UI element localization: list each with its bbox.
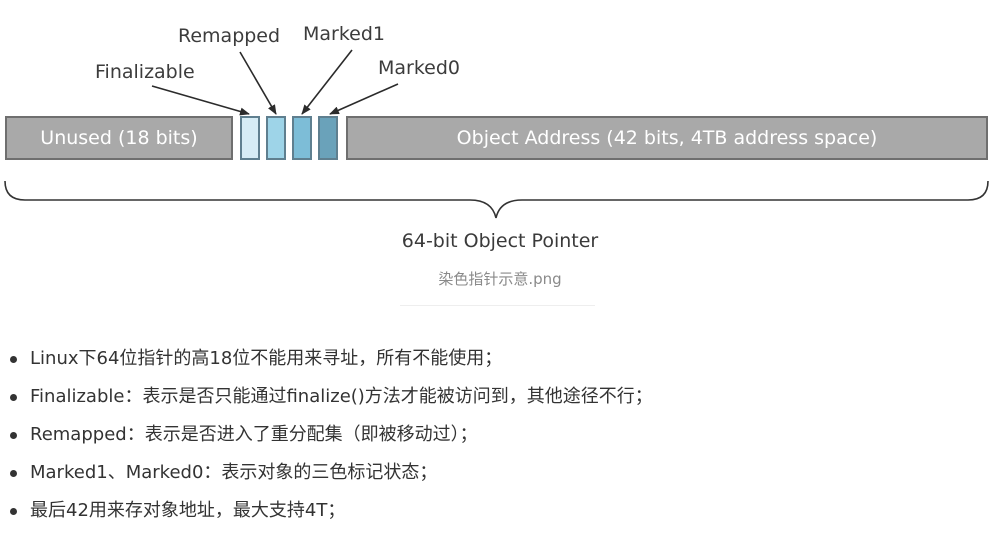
marked0-bit: [318, 116, 338, 160]
diagram-caption: 64-bit Object Pointer: [401, 230, 599, 252]
diagram-lines: [4, 49, 989, 219]
note-text: Marked1、Marked0：表示对象的三色标记状态；: [30, 462, 438, 483]
image-filename: 染色指针示意.png: [438, 270, 562, 288]
marked1-arrow: [301, 49, 353, 115]
bullet-icon: [10, 432, 17, 439]
bullet-icon: [10, 356, 17, 363]
filename-divider: [400, 305, 595, 306]
list-item: Remapped：表示是否进入了重分配集（即被移动过）；: [8, 416, 998, 454]
colored-pointer-diagram: Finalizable Remapped Marked1 Marked0 Unu…: [4, 23, 989, 306]
list-item: Marked1、Marked0：表示对象的三色标记状态；: [8, 454, 998, 492]
remapped-bit: [266, 116, 286, 160]
remapped-label: Remapped: [178, 25, 281, 47]
marked1-bit: [292, 116, 312, 160]
note-text: Linux下64位指针的高18位不能用来寻址，所有不能使用；: [30, 348, 503, 369]
note-text: 最后42用来存对象地址，最大支持4T；: [30, 500, 346, 521]
note-text: Remapped：表示是否进入了重分配集（即被移动过）；: [30, 424, 478, 445]
bullet-icon: [10, 508, 17, 515]
list-item: Finalizable：表示是否只能通过finalize()方法才能被访问到，其…: [8, 378, 998, 416]
bullet-icon: [10, 394, 17, 401]
marked0-label: Marked0: [378, 57, 461, 79]
list-item: Linux下64位指针的高18位不能用来寻址，所有不能使用；: [8, 340, 998, 378]
notes-list: Linux下64位指针的高18位不能用来寻址，所有不能使用； Finalizab…: [0, 340, 998, 530]
remapped-arrow: [239, 51, 277, 115]
marked1-label: Marked1: [303, 23, 386, 45]
finalizable-label: Finalizable: [95, 61, 195, 83]
finalizable-bit: [240, 116, 260, 160]
marked0-arrow: [329, 83, 399, 115]
bullet-icon: [10, 470, 17, 477]
object-address-segment: Object Address (42 bits, 4TB address spa…: [346, 116, 988, 160]
unused-segment: Unused (18 bits): [5, 116, 233, 160]
list-item: 最后42用来存对象地址，最大支持4T；: [8, 492, 998, 530]
finalizable-arrow: [151, 85, 250, 116]
note-text: Finalizable：表示是否只能通过finalize()方法才能被访问到，其…: [30, 386, 653, 407]
brace: [4, 180, 989, 219]
